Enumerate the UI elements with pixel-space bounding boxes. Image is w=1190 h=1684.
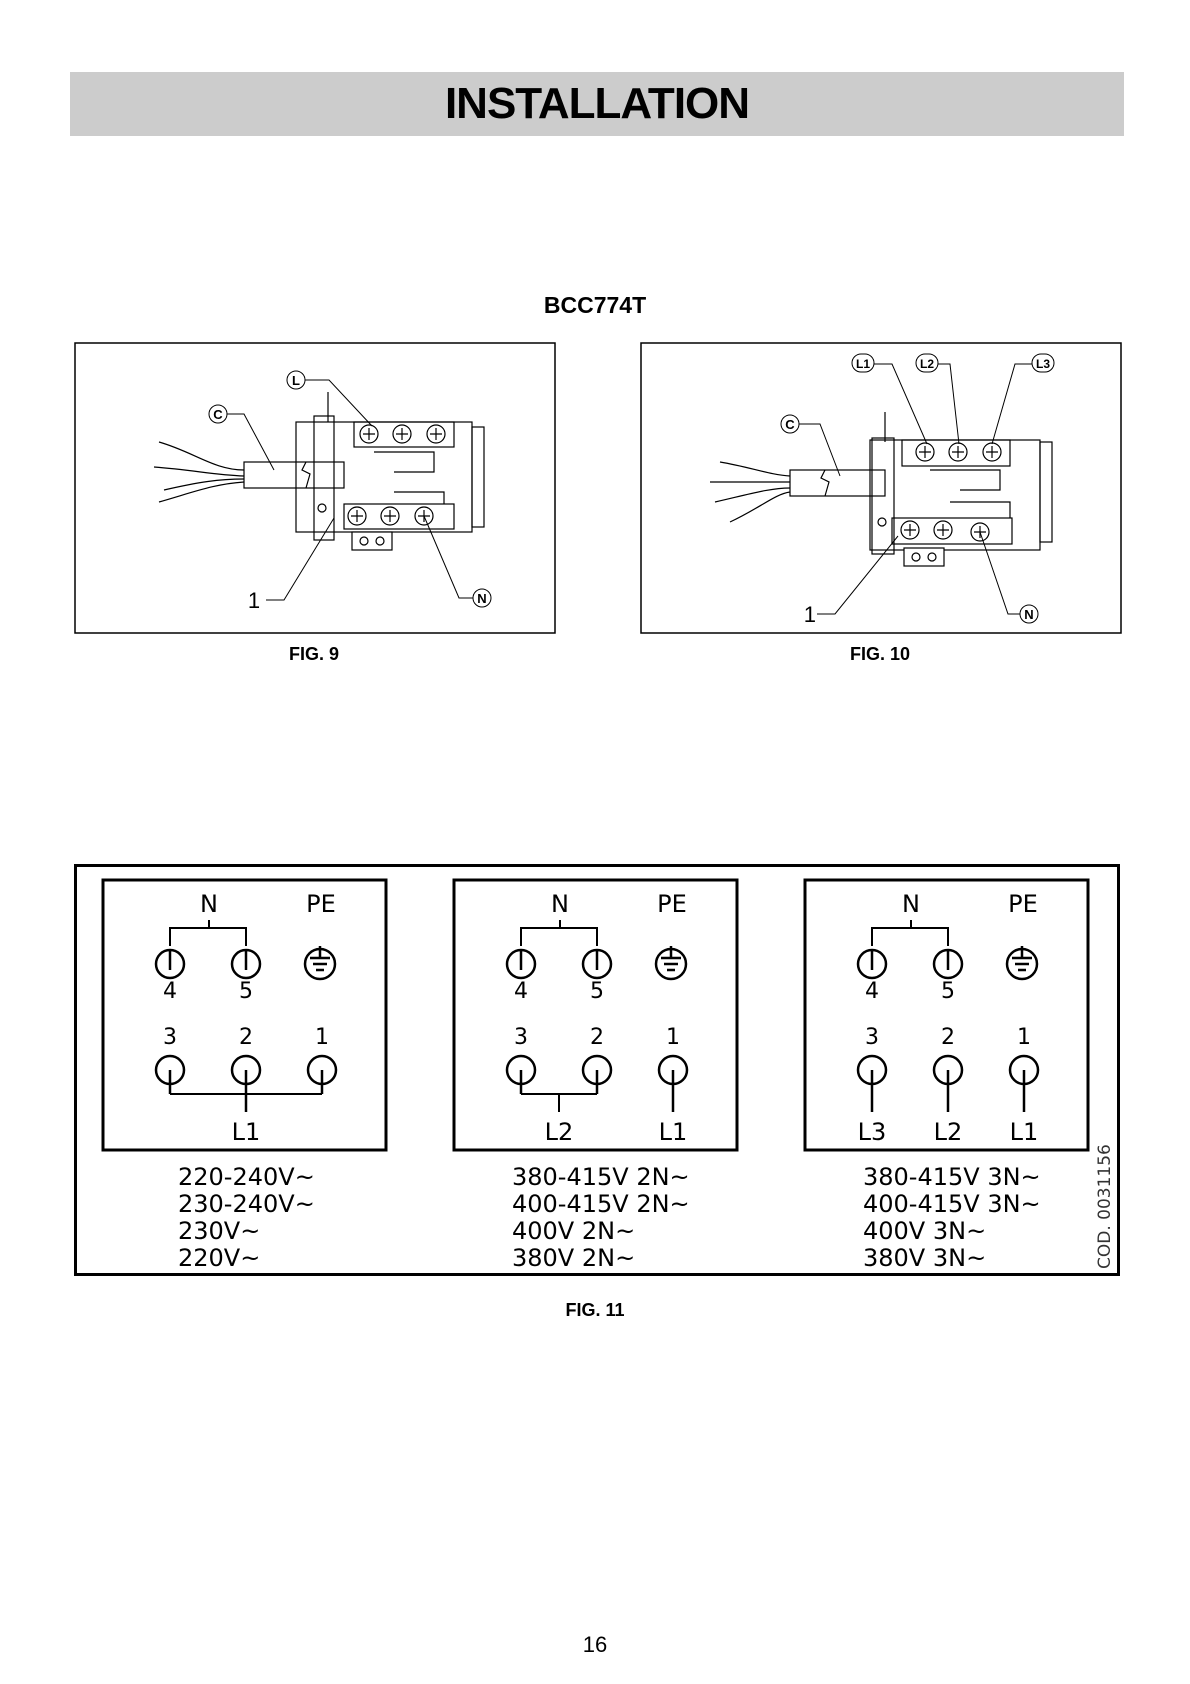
fig10-callout-line2: L2	[916, 354, 938, 372]
panel3-label-n: N	[902, 890, 920, 918]
fig9-callout-line-label: L	[292, 373, 300, 388]
fig11-caption: FIG. 11	[495, 1300, 695, 1321]
header-bar: INSTALLATION	[70, 72, 1124, 136]
terminal-icon	[934, 950, 962, 978]
terminal-icon	[583, 950, 611, 978]
panel2-terminal-2: 2	[590, 1025, 604, 1050]
panel2-label-l1: L1	[659, 1118, 688, 1146]
panel3-label-l3: L3	[858, 1118, 887, 1146]
terminal-icon	[232, 950, 260, 978]
panel3-voltage-3: 400V 3N~	[863, 1217, 986, 1245]
panel3-label-l1: L1	[1010, 1118, 1039, 1146]
fig10-callout-cable: C	[781, 415, 799, 433]
panel2-terminal-5: 5	[590, 979, 604, 1004]
fig9-callout-neutral-label: N	[477, 591, 486, 606]
panel1-terminal-4: 4	[163, 979, 177, 1004]
fig10-caption: FIG. 10	[780, 644, 980, 665]
model-title: BCC774T	[0, 292, 1190, 319]
panel2-voltage-3: 400V 2N~	[512, 1217, 635, 1245]
panel1-voltage-3: 230V~	[178, 1217, 260, 1245]
panel1-label-pe: PE	[306, 890, 336, 918]
fig10-callout-line1-label: L1	[856, 357, 870, 371]
panel2-terminal-4: 4	[514, 979, 528, 1004]
panel2-voltage-4: 380V 2N~	[512, 1244, 635, 1272]
panel1-label-l1: L1	[232, 1118, 261, 1146]
fig9-diagram: L C N 1	[74, 342, 556, 634]
terminal-icon	[858, 950, 886, 978]
terminal-icon	[156, 950, 184, 978]
panel3-label-l2: L2	[934, 1118, 963, 1146]
fig9-caption: FIG. 9	[214, 644, 414, 665]
panel2-terminal-1: 1	[666, 1025, 680, 1050]
fig9-callout-neutral: N	[473, 589, 491, 607]
fig10-callout-line3: L3	[1032, 354, 1054, 372]
panel1-voltage-1: 220-240V~	[178, 1163, 315, 1191]
panel1-terminal-5: 5	[239, 979, 253, 1004]
panel2-label-n: N	[551, 890, 569, 918]
page-number: 16	[0, 1632, 1190, 1658]
fig10-callout-line2-label: L2	[920, 357, 934, 371]
panel1-label-n: N	[200, 890, 218, 918]
terminal-icon	[507, 950, 535, 978]
panel3-terminal-1: 1	[1017, 1025, 1031, 1050]
fig10-callout-neutral-label: N	[1024, 607, 1033, 622]
panel2-terminal-3: 3	[514, 1025, 528, 1050]
panel2-voltage-2: 400-415V 2N~	[512, 1190, 690, 1218]
panel3-label-pe: PE	[1008, 890, 1038, 918]
panel3-terminal-4: 4	[865, 979, 879, 1004]
fig11-code: COD. 0031156	[1095, 1144, 1115, 1269]
fig10-callout-cable-label: C	[785, 417, 795, 432]
panel1-terminal-3: 3	[163, 1025, 177, 1050]
panel3-terminal-3: 3	[865, 1025, 879, 1050]
fig10-callout-part: 1	[804, 602, 816, 627]
fig9-callout-cable-label: C	[213, 407, 223, 422]
panel2-label-l2: L2	[545, 1118, 574, 1146]
fig10-diagram: L1 L2 L3 C N 1	[640, 342, 1122, 634]
fig11-diagram: N PE 4 5 3 2 1 L1 220-240V~ 230-240V~ 23…	[74, 864, 1120, 1276]
panel1-terminal-1: 1	[315, 1025, 329, 1050]
panel3-voltage-1: 380-415V 3N~	[863, 1163, 1041, 1191]
panel1-voltage-4: 220V~	[178, 1244, 260, 1272]
fig10-callout-line3-label: L3	[1036, 357, 1050, 371]
panel2-voltage-1: 380-415V 2N~	[512, 1163, 690, 1191]
panel2-label-pe: PE	[657, 890, 687, 918]
fig10-callout-neutral: N	[1020, 605, 1038, 623]
panel1-terminal-2: 2	[239, 1025, 253, 1050]
panel3-voltage-2: 400-415V 3N~	[863, 1190, 1041, 1218]
panel1-voltage-2: 230-240V~	[178, 1190, 315, 1218]
fig10-callout-line1: L1	[852, 354, 874, 372]
panel3-terminal-2: 2	[941, 1025, 955, 1050]
fig9-callout-part: 1	[248, 588, 260, 613]
panel3-voltage-4: 380V 3N~	[863, 1244, 986, 1272]
panel3-terminal-5: 5	[941, 979, 955, 1004]
fig9-callout-cable: C	[209, 405, 227, 423]
page-title: INSTALLATION	[445, 79, 749, 129]
fig9-callout-line: L	[287, 371, 305, 389]
